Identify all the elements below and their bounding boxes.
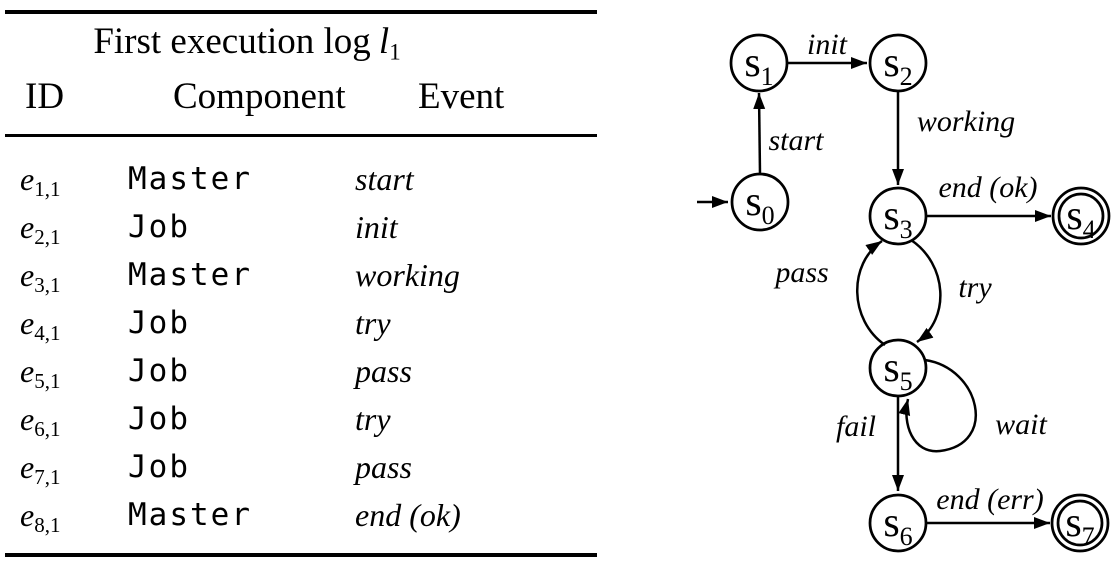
state-s3: s3 <box>868 186 928 246</box>
svg-text:s5: s5 <box>883 345 912 396</box>
svg-text:s3: s3 <box>883 193 912 244</box>
state-inner-circle <box>1057 192 1105 240</box>
table-title-variable-subscript: 1 <box>389 39 401 65</box>
cell-event: try <box>355 401 391 437</box>
transition-start-edge <box>753 92 766 175</box>
cell-component: Master <box>128 497 252 533</box>
state-automaton-diagram: start init working end (ok) try pass wai… <box>697 28 1111 553</box>
cell-component: Master <box>128 161 252 197</box>
column-header-event: Event <box>418 76 505 117</box>
transition-try-edge <box>910 238 942 344</box>
table-top-rule <box>5 10 597 14</box>
cell-event: try <box>355 305 391 341</box>
cell-event: pass <box>355 449 412 485</box>
column-header-id: ID <box>25 76 65 117</box>
cell-event: end (ok) <box>355 497 461 533</box>
transition-label-end-ok: end (ok) <box>938 171 1037 204</box>
transition-label-pass: pass <box>773 256 828 289</box>
table-row: e6,1 Job try <box>0 400 620 444</box>
cell-component: Job <box>128 305 190 341</box>
table-title-variable: l <box>378 21 390 62</box>
table-title-text: First execution log <box>93 21 371 62</box>
cell-event: init <box>355 209 398 245</box>
transition-wait-self-loop <box>898 358 978 453</box>
cell-component: Job <box>128 449 190 485</box>
cell-id: e4,1 <box>20 305 61 345</box>
state-circle <box>868 33 928 93</box>
state-circle <box>729 33 789 93</box>
transition-label-working: working <box>917 105 1015 138</box>
state-s2: s2 <box>868 33 928 93</box>
table-header-row: ID Component Event <box>0 77 620 119</box>
svg-text:s0: s0 <box>745 179 774 230</box>
svg-text:s7: s7 <box>1065 500 1094 551</box>
state-circle <box>1050 493 1110 553</box>
cell-id: e2,1 <box>20 209 61 249</box>
table-row: e1,1 Master start <box>0 160 620 204</box>
state-circle <box>730 172 790 232</box>
cell-id: e8,1 <box>20 497 61 537</box>
state-s4-accepting: s4 <box>1051 186 1111 246</box>
state-inner-circle <box>1056 499 1104 547</box>
state-s0: s0 <box>730 172 790 232</box>
table-row: e5,1 Job pass <box>0 352 620 396</box>
cell-event: pass <box>355 353 412 389</box>
cell-component: Master <box>128 257 252 293</box>
cell-id: e5,1 <box>20 353 61 393</box>
table-row: e2,1 Job init <box>0 208 620 252</box>
state-circle <box>868 338 928 398</box>
cell-component: Job <box>128 401 190 437</box>
cell-id: e3,1 <box>20 257 61 297</box>
state-circle <box>868 493 928 553</box>
table-mid-rule <box>5 134 597 137</box>
transition-label-end-err: end (err) <box>936 483 1043 516</box>
column-header-component: Component <box>173 76 346 117</box>
transition-pass-edge <box>856 239 886 347</box>
table-row: e4,1 Job try <box>0 304 620 348</box>
transition-label-start: start <box>768 124 824 157</box>
table-bottom-rule <box>5 553 597 557</box>
cell-event: start <box>355 161 414 197</box>
transition-label-wait: wait <box>995 408 1047 441</box>
transition-label-fail: fail <box>836 410 876 443</box>
table-row: e3,1 Master working <box>0 256 620 300</box>
state-s5: s5 <box>868 338 928 398</box>
svg-text:s6: s6 <box>883 500 912 551</box>
state-s7-accepting: s7 <box>1050 493 1110 553</box>
svg-text:s1: s1 <box>744 40 773 91</box>
svg-text:s4: s4 <box>1066 193 1095 244</box>
table-row: e8,1 Master end (ok) <box>0 496 620 540</box>
transition-label-init: init <box>807 28 848 61</box>
state-s1: s1 <box>729 33 789 93</box>
table-row: e7,1 Job pass <box>0 448 620 492</box>
cell-id: e6,1 <box>20 401 61 441</box>
cell-component: Job <box>128 353 190 389</box>
state-circle <box>1051 186 1111 246</box>
cell-event: working <box>355 257 460 293</box>
state-circle <box>868 186 928 246</box>
cell-id: e7,1 <box>20 449 61 489</box>
transition-label-try: try <box>958 271 992 304</box>
state-s6: s6 <box>868 493 928 553</box>
cell-component: Job <box>128 209 190 245</box>
svg-text:s2: s2 <box>883 40 912 91</box>
cell-id: e1,1 <box>20 161 61 201</box>
